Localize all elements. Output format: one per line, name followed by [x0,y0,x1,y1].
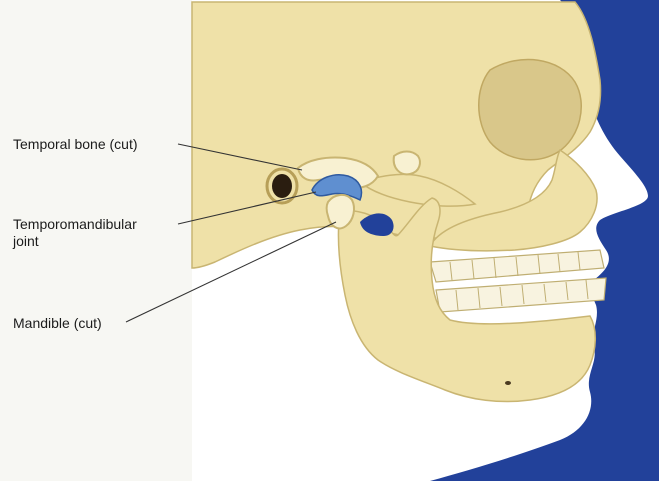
label-mandible-text: Mandible (cut) [13,315,102,331]
label-temporal-bone-text: Temporal bone (cut) [13,136,138,152]
label-tmj-line2: joint [13,233,137,250]
mandibular-condyle-cut [327,195,355,228]
label-temporal-bone: Temporal bone (cut) [13,136,138,153]
articular-eminence-cut [394,152,420,175]
label-tmj-line1: Temporomandibular [13,216,137,233]
orbit-socket [479,60,582,160]
label-temporomandibular-joint: Temporomandibular joint [13,216,137,250]
mental-foramen [505,381,511,385]
ear-canal [272,174,292,198]
label-mandible: Mandible (cut) [13,315,102,332]
